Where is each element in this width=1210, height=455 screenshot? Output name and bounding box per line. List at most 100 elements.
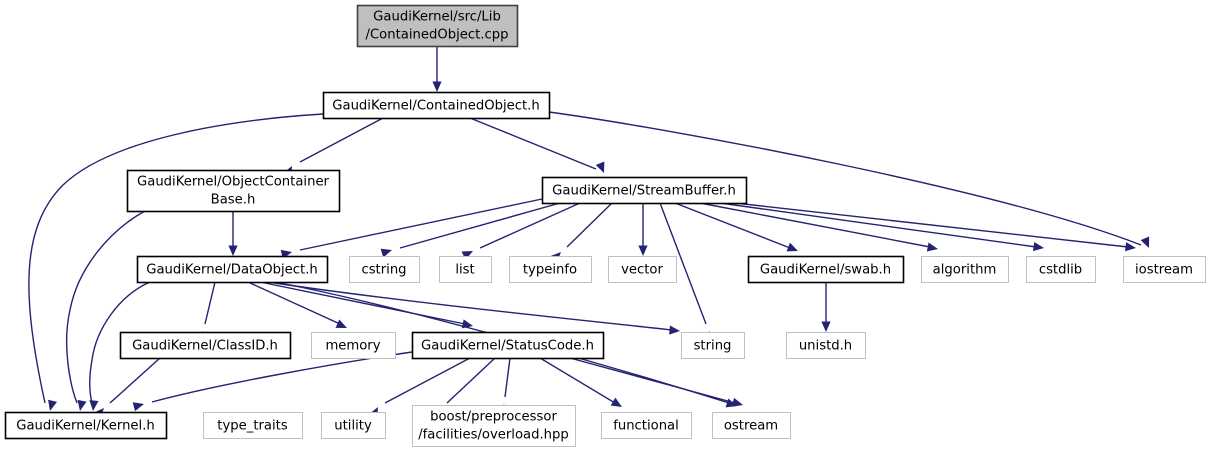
arrowhead-icon [48, 399, 58, 411]
arrowhead-icon [1032, 241, 1044, 252]
node-type_traits[interactable]: type_traits [203, 412, 303, 439]
node-box[interactable] [322, 91, 551, 120]
node-dataobject_h[interactable]: GaudiKernel/DataObject.h [136, 255, 329, 284]
edge-statuscode_h-to-kernel_h [132, 351, 413, 412]
edge-line [539, 357, 616, 404]
node-box[interactable] [4, 411, 168, 440]
node-iostream[interactable]: iostream [1123, 256, 1206, 283]
node-label: functional [613, 419, 679, 434]
arrowhead-icon [132, 402, 144, 412]
node-box[interactable] [601, 412, 692, 439]
node-kernel_h[interactable]: GaudiKernel/Kernel.h [4, 411, 168, 440]
edge-dataobject_h-to-kernel_h [89, 281, 151, 411]
node-box[interactable] [136, 255, 329, 284]
node-contained_cpp[interactable]: GaudiKernel/src/Lib/ContainedObject.cpp [356, 4, 519, 48]
node-box[interactable] [712, 412, 791, 439]
edge-line [674, 202, 791, 249]
nodes-layer: GaudiKernel/src/Lib/ContainedObject.cppG… [4, 4, 1206, 447]
node-box[interactable] [608, 256, 677, 283]
edge-line [719, 202, 1037, 248]
node-box[interactable] [411, 331, 605, 360]
node-label: GaudiKernel/DataObject.h [146, 263, 318, 278]
arrowhead-icon [380, 248, 392, 258]
node-algorithm[interactable]: algorithm [921, 256, 1009, 283]
edge-objcontbase_h-to-kernel_h [65, 210, 146, 411]
node-boost_overload[interactable]: boost/preprocessor/facilities/overload.h… [412, 405, 576, 447]
node-label: GaudiKernel/swab.h [760, 263, 891, 278]
node-label: string [694, 339, 732, 354]
edge-line [548, 111, 1142, 246]
edge-line [469, 117, 597, 170]
node-statuscode_h[interactable]: GaudiKernel/StatusCode.h [411, 331, 605, 360]
arrowhead-icon [335, 319, 347, 328]
node-ostream[interactable]: ostream [712, 412, 791, 439]
edge-line [247, 281, 341, 325]
edge-line [267, 281, 673, 331]
node-label: list [455, 263, 474, 278]
node-box[interactable] [119, 331, 292, 360]
node-box[interactable] [203, 412, 303, 439]
node-label: GaudiKernel/StatusCode.h [421, 339, 594, 354]
node-label: /facilities/overload.hpp [418, 428, 569, 443]
node-contained_h[interactable]: GaudiKernel/ContainedObject.h [322, 91, 551, 120]
edge-contained_h-to-kernel_h [28, 113, 324, 411]
node-box[interactable] [1123, 256, 1206, 283]
node-classid_h[interactable]: GaudiKernel/ClassID.h [119, 331, 292, 360]
edge-classid_h-to-kernel_h [93, 357, 161, 419]
edge-line [65, 210, 146, 404]
node-label: cstdlib [1039, 263, 1082, 278]
node-cstring[interactable]: cstring [349, 256, 420, 283]
node-streambuffer_h[interactable]: GaudiKernel/StreamBuffer.h [541, 176, 748, 205]
node-swab_h[interactable]: GaudiKernel/swab.h [747, 255, 905, 284]
edge-contained_h-to-objcontbase_h [283, 117, 384, 178]
node-box[interactable] [311, 332, 396, 359]
node-box[interactable] [786, 332, 866, 359]
edge-line [89, 281, 151, 404]
node-list[interactable]: list [439, 256, 492, 283]
node-label: GaudiKernel/Kernel.h [16, 419, 155, 434]
node-box[interactable] [321, 412, 386, 439]
node-functional[interactable]: functional [601, 412, 692, 439]
node-unistd_h[interactable]: unistd.h [786, 332, 866, 359]
node-box[interactable] [349, 256, 420, 283]
node-box[interactable] [439, 256, 492, 283]
edge-line [566, 202, 613, 248]
arrowhead-icon [432, 81, 442, 92]
node-label: algorithm [933, 263, 997, 278]
arrowhead-icon [461, 251, 473, 260]
node-label: memory [325, 339, 380, 354]
arrowhead-icon [926, 242, 938, 252]
node-box[interactable] [921, 256, 1009, 283]
node-vector[interactable]: vector [608, 256, 677, 283]
edge-objcontbase_h-to-dataobject_h [228, 211, 238, 256]
edge-streambuffer_h-to-vector [638, 203, 648, 256]
arrowhead-icon [821, 321, 831, 332]
node-box[interactable] [1026, 256, 1096, 283]
node-box[interactable] [126, 169, 341, 213]
node-string[interactable]: string [681, 332, 745, 359]
edge-line [151, 351, 413, 403]
node-label: vector [621, 263, 663, 278]
node-memory[interactable]: memory [311, 332, 396, 359]
node-label: GaudiKernel/ClassID.h [132, 339, 278, 354]
edge-line [28, 113, 324, 404]
edge-streambuffer_h-to-list [461, 202, 581, 260]
edge-streambuffer_h-to-cstring [380, 202, 561, 258]
node-box[interactable] [509, 256, 592, 283]
arrowhead-icon [786, 242, 798, 252]
edge-streambuffer_h-to-swab_h [674, 202, 798, 252]
edge-line [299, 117, 384, 163]
edge-line [569, 357, 736, 404]
node-box[interactable] [356, 4, 519, 48]
node-box[interactable] [541, 176, 748, 205]
node-typeinfo[interactable]: typeinfo [509, 256, 592, 283]
edge-line [299, 198, 543, 251]
node-box[interactable] [681, 332, 745, 359]
edge-dataobject_h-to-string [267, 281, 680, 335]
node-cstdlib[interactable]: cstdlib [1026, 256, 1096, 283]
node-box[interactable] [412, 405, 576, 447]
node-utility[interactable]: utility [321, 412, 386, 439]
node-box[interactable] [747, 255, 905, 284]
